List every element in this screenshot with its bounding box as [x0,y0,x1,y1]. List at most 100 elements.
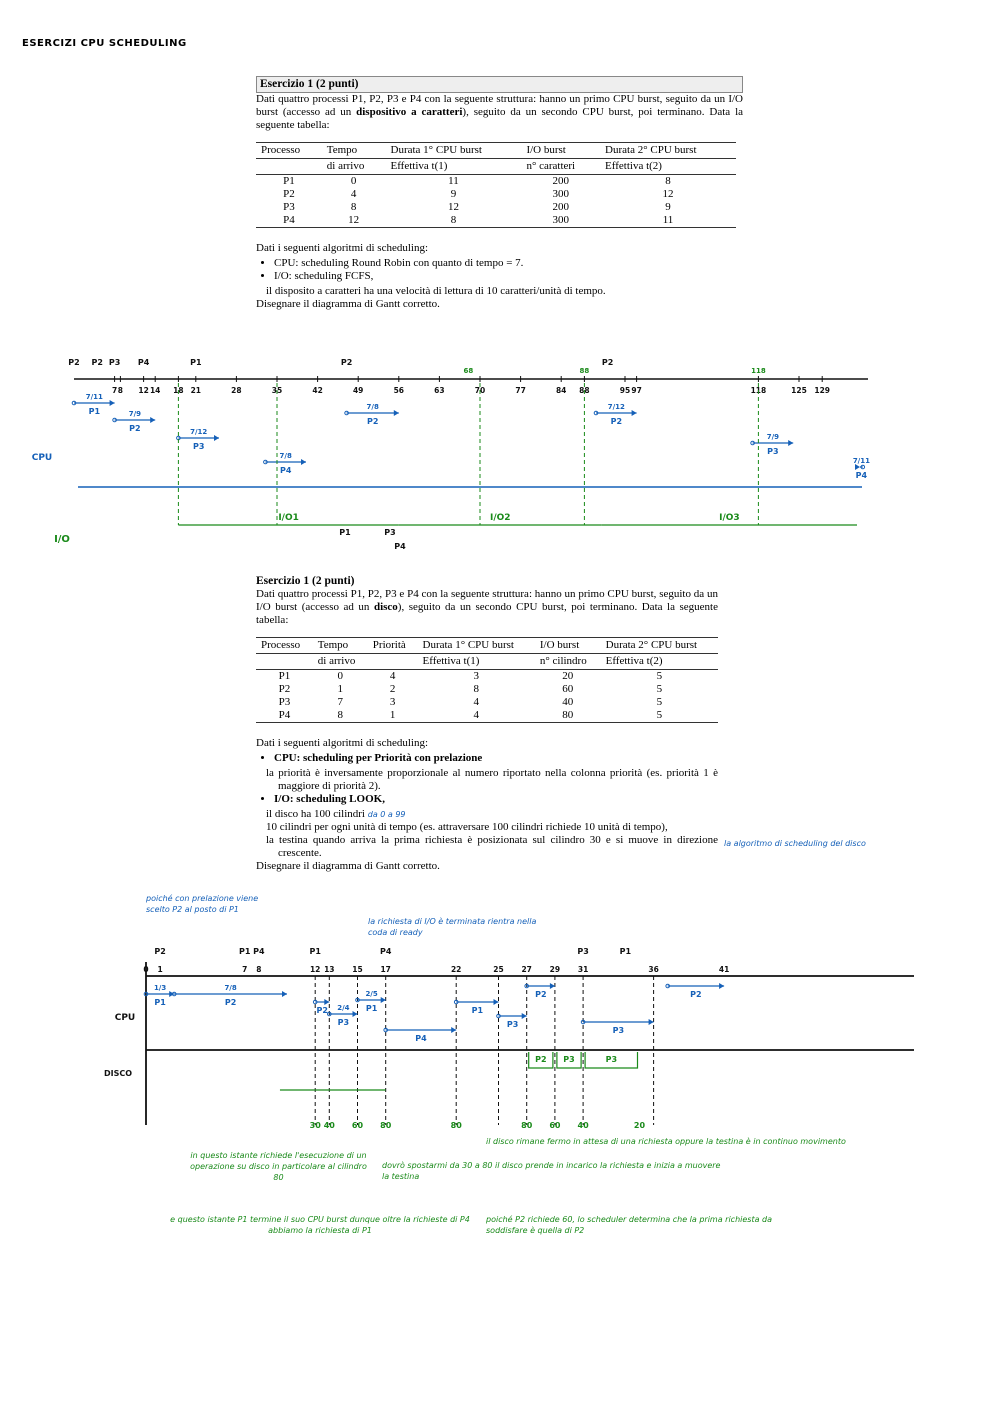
gantt2-cylinder-label: 60 [549,1121,561,1130]
gantt2-cylinder-label: 60 [352,1121,364,1130]
note-disk-algo: la algoritmo di scheduling del disco [724,839,866,848]
gantt1-tick-label: 49 [353,386,363,395]
gantt2-cpu-bar-6-start [453,999,459,1005]
gantt1-cpu-bar-7-process: P4 [856,471,868,480]
gantt2-cpu-bar-8-start [524,983,530,989]
gantt1-tick-label: 56 [394,386,404,395]
gantt1-cpu-bar-6-process: P3 [767,447,778,456]
gantt1-io-segment-label-0: I/O1 [278,513,299,523]
gantt2-cpu-bar-0-arrow [169,991,175,997]
gantt1-queue-label: P2 [602,358,613,367]
gantt2-cylinder-label: 80 [521,1121,533,1130]
gantt1-queue-label: P4 [138,358,150,367]
gantt2-disk-segment-label-2: P3 [606,1055,617,1064]
exercise-2: Esercizio 1 (2 punti) Dati quattro proce… [256,575,718,873]
gantt2-cpu-label: CPU [115,1013,136,1023]
gantt1-cpu-bar-5-label: 7/12 [608,403,625,411]
gantt1-cpu-bar-4-arrow [393,410,399,416]
gantt2-cpu-bar-10-arrow [719,983,725,989]
note-move-head: dovrò spostarmi da 30 a 80 il disco pren… [382,1161,721,1181]
gantt2-tick-label: 8 [256,965,261,974]
gantt2-cpu-bar-7-start [496,1013,501,1019]
note-p1-ends: e questo istante P1 termine il suo CPU b… [170,1215,470,1235]
gantt1-green-tick-label: 118 [751,367,766,375]
gantt1-cpu-bar-6-label: 7/9 [767,433,779,441]
gantt1-cpu-bar-0-arrow [109,400,115,406]
gantt1-cpu-bar-2-arrow [214,435,219,441]
gantt2-tick-label: 15 [352,965,362,974]
gantt1-tick-label: 8 [118,386,123,395]
gantt2-cpu-bar-1-arrow [282,991,287,997]
gantt2-tick-label: 41 [719,965,729,974]
gantt2-cpu-bar-0-start [143,991,149,997]
gantt1-tick-label: 77 [515,386,525,395]
gantt2-cpu-bar-2-process: P2 [317,1006,328,1015]
gantt2-cpu-bar-3-label: 2/4 [337,1004,349,1012]
page-title: ESERCIZI CPU SCHEDULING [22,38,187,49]
gantt1-tick-label: 129 [814,386,830,395]
gantt1-cpu-bar-4-process: P2 [367,417,378,426]
gantt2-queue-label: P2 [154,947,165,956]
gantt1-cpu-bar-3-start [263,459,268,465]
gantt2-cpu-bar-10-start [665,983,671,989]
gantt2-cpu-bar-0-label: 1/3 [154,984,166,992]
gantt1-cpu-bar-0-start [71,400,77,406]
gantt1-tick-label: 7 [112,386,117,395]
gantt2-cpu-bar-8-process: P2 [535,990,546,999]
exercise-2-algorithms: Dati i seguenti algoritmi di scheduling:… [256,737,718,873]
gantt2-cpu-bar-9-start [580,1019,586,1025]
gantt2-tick-label: 0 [143,965,148,974]
gantt2-disk-segment-label-1: P3 [563,1055,574,1064]
gantt2-cpu-bar-4-arrow [380,997,386,1003]
gantt2-cpu-bar-9-arrow [648,1019,654,1025]
gantt2-cpu-bar-4-start [355,997,360,1003]
gantt2-cpu-bar-6-process: P1 [472,1006,484,1015]
gantt2-queue-label: P1 [620,947,632,956]
gantt2-queue-label: P4 [380,947,392,956]
gantt1-cpu-bar-6-start [750,440,755,446]
gantt2-tick-label: 27 [521,965,531,974]
gantt2-disk-segment-label-0: P2 [535,1055,546,1064]
gantt1-cpu-bar-1-arrow [150,417,156,423]
gantt1-cpu-bar-5-arrow [631,410,637,416]
gantt1-cpu-bar-3-process: P4 [280,466,292,475]
gantt2-cylinder-label: 80 [380,1121,392,1130]
gantt1-tick-label: 84 [556,386,566,395]
gantt1-cpu-bar-0-process: P1 [89,407,101,416]
gantt2-cpu-bar-4-process: P1 [366,1004,378,1013]
gantt1-io-process: P3 [384,528,395,537]
gantt1-tick-label: 12 [138,386,148,395]
gantt1-tick-label: 28 [231,386,241,395]
gantt2-cpu-bar-8-arrow [549,983,555,989]
gantt2-tick-label: 12 [310,965,320,974]
gantt2-cpu-bar-7-process: P3 [507,1020,518,1029]
gantt1-cpu-bar-0-label: 7/11 [86,393,103,401]
gantt1-io-segment-label-1: I/O2 [490,513,511,523]
gantt1-cpu-bar-2-label: 7/12 [190,428,207,436]
gantt2-queue-label: P1 [309,947,321,956]
gantt2-cpu-bar-1-start [171,991,177,997]
gantt2-tick-label: 1 [157,965,162,974]
gantt2-cpu-bar-4-label: 2/5 [365,990,377,998]
gantt1-cpu-label: CPU [32,453,53,463]
gantt2-cpu-bar-6-arrow [493,999,499,1005]
gantt2-tick-label: 29 [550,965,560,974]
gantt2-cylinder-label: 40 [578,1121,590,1130]
exercise-1: Esercizio 1 (2 punti) Dati quattro proce… [256,76,743,311]
gantt1-tick-label: 42 [312,386,322,395]
gantt1-tick-label: 125 [791,386,807,395]
gantt1-queue-label: P3 [109,358,120,367]
gantt1-queue-label: P2 [341,358,352,367]
gantt2-cpu-bar-3-start [327,1011,332,1017]
gantt1-cpu-bar-6-arrow [788,440,794,446]
gantt1-cpu-bar-3-arrow [301,459,306,465]
gantt2-cpu-bar-5-process: P4 [415,1034,427,1043]
gantt1-cpu-bar-1-label: 7/9 [129,410,141,418]
gantt2-cylinder-label: 20 [634,1121,646,1130]
